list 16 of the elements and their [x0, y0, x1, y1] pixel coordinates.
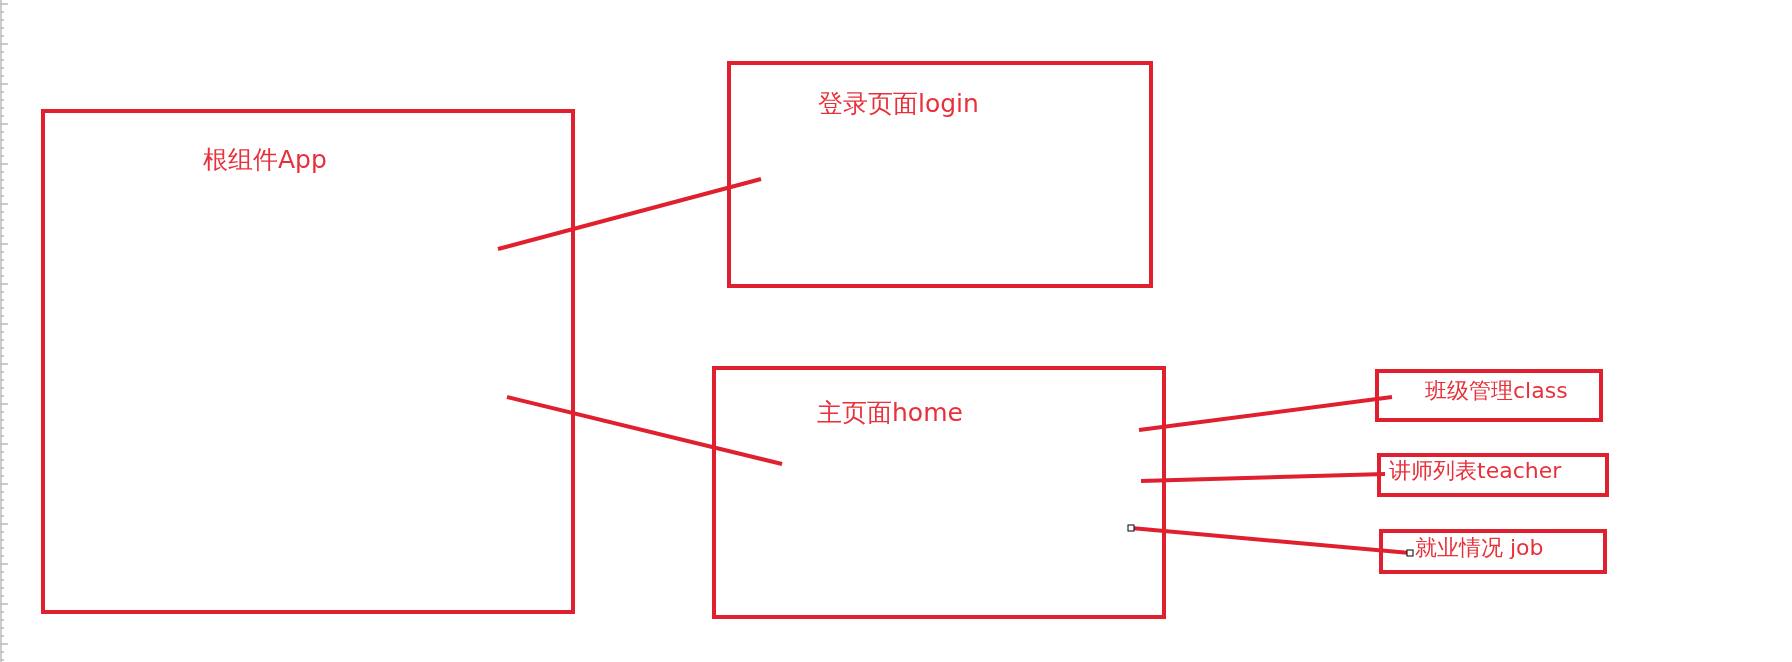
page-box — [1377, 453, 1609, 497]
component-box — [727, 61, 1153, 288]
box-title: 就业情况 job — [1415, 535, 1544, 562]
component-box — [41, 109, 575, 614]
connector-line — [506, 395, 783, 466]
box-title: 根组件App — [203, 145, 327, 175]
connector-line — [1140, 472, 1386, 483]
connector-line — [497, 177, 762, 251]
box-title: 讲师列表teacher — [1389, 458, 1562, 485]
box-title: 班级管理class — [1425, 378, 1568, 405]
component-box — [712, 366, 1166, 619]
page-box — [1379, 529, 1607, 574]
connector-line — [1138, 395, 1393, 432]
box-title: 登录页面login — [818, 89, 979, 119]
box-title: 主页面home — [817, 398, 963, 428]
page-box — [1375, 369, 1603, 422]
